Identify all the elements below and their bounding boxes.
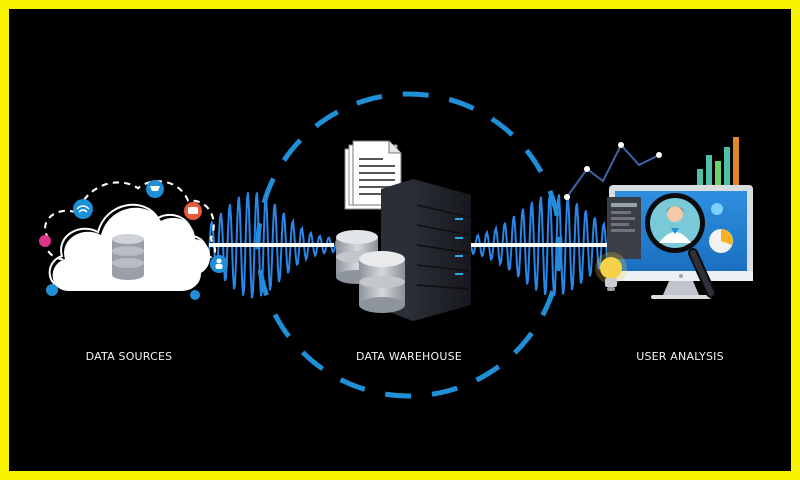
data-flow-diagram — [39, 91, 753, 399]
magnifier-user-icon — [645, 193, 716, 298]
source-dot-pink — [39, 235, 51, 247]
stage-label-data-sources: DATA SOURCES — [85, 350, 173, 363]
source-dot-blue — [46, 284, 58, 296]
signal-wave-left — [204, 192, 342, 299]
disk-stack-front — [359, 251, 405, 313]
pie-chart-icon — [709, 203, 733, 253]
stage-label-user-analysis: USER ANALYSIS — [636, 350, 724, 363]
cloud-database-icon — [39, 180, 228, 300]
source-dot-small — [190, 290, 200, 300]
server-rack-icon — [336, 140, 471, 321]
chat-icon — [184, 202, 202, 220]
stage-label-data-warehouse: DATA WAREHOUSE — [356, 350, 462, 363]
cart-icon — [146, 180, 164, 198]
document-panel-icon — [607, 197, 641, 259]
wifi-icon — [73, 199, 93, 219]
user-icon — [210, 255, 228, 273]
lightbulb-icon — [595, 252, 627, 291]
bar-chart-icon — [697, 137, 739, 191]
monitor-analytics-icon — [564, 137, 753, 299]
signal-wave-right — [470, 193, 622, 297]
database-icon — [112, 234, 144, 280]
line-chart-icon — [564, 142, 662, 200]
diagram-canvas: DATA SOURCES DATA WAREHOUSE USER ANALYSI… — [9, 9, 791, 471]
